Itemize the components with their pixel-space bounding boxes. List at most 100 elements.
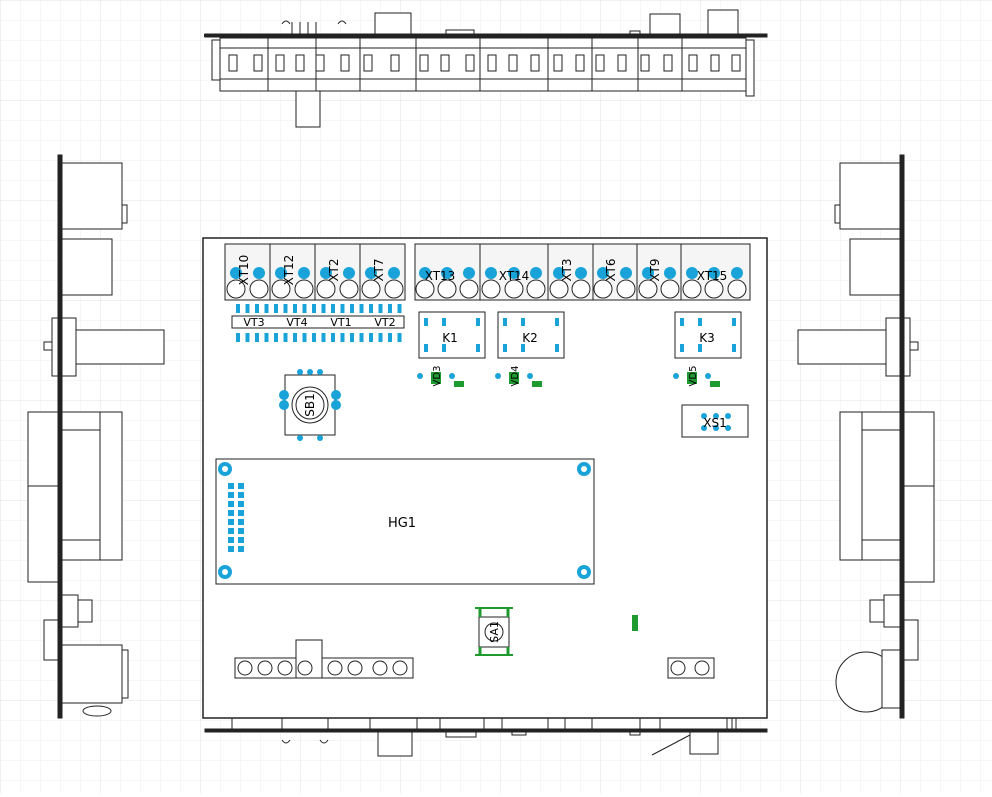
terminal-pad [463,267,475,279]
terminal-screw [670,660,686,676]
display-pin [238,537,244,543]
transistor-pad [302,304,307,313]
display-pin [238,519,244,525]
terminal-screw [415,279,435,299]
terminal-label-xt10: XT10 [237,255,251,286]
transistor-pad [302,333,307,342]
transistor-pad [397,304,402,313]
right-side-view [797,154,935,719]
terminal-screw [384,279,404,299]
terminal-screw [237,660,253,676]
diode-label-vd5: VD5 [688,366,699,387]
terminal-slot [487,54,497,72]
terminal-slot [688,54,698,72]
transistor-label-vt2: VT2 [374,316,395,329]
transistor-pad [274,304,278,313]
transistor-pad [321,333,326,342]
transistor-pad [274,333,278,342]
display-pin [238,483,244,489]
transistor-pad [388,333,392,342]
terminal-screw [347,660,363,676]
terminal-slot [640,54,650,72]
terminal-screw [593,279,613,299]
terminal-pad [365,267,377,279]
transistor-pad [378,304,383,313]
transistor-pad [236,333,240,342]
terminal-screw [571,279,591,299]
terminal-screw [727,279,747,299]
terminal-slot [419,54,429,72]
terminal-pad [597,267,609,279]
terminal-label-xt15: XT15 [697,269,728,283]
terminal-pad [320,267,332,279]
relay-pad [680,318,684,326]
terminal-slot [530,54,540,72]
diode-pad [673,373,679,379]
relay-pad [698,344,702,352]
display-pin [238,501,244,507]
terminal-screw [526,279,546,299]
terminal-screw [294,279,314,299]
display-pin [228,510,234,516]
diode-pad [527,373,533,379]
transistor-pad [283,304,288,313]
terminal-pad [298,267,310,279]
terminal-screw [372,660,388,676]
terminal-pad [508,267,520,279]
terminal-label-xt12: XT12 [282,255,296,286]
terminal-label-xt14: XT14 [499,269,530,283]
display-pin [228,501,234,507]
relay-pad [424,344,428,352]
encoder-label-sb1: SB1 [303,393,317,416]
terminal-screw [316,279,336,299]
relay-label-k3: K3 [699,331,715,345]
transistor-pad [293,333,297,342]
transistor-pad [359,333,364,342]
terminal-pad [642,267,654,279]
terminal-screw [392,660,408,676]
transistor-pad [397,333,402,342]
terminal-slot [508,54,518,72]
display-pin [228,546,234,552]
terminal-slot [228,54,238,72]
transistor-pad [255,304,259,313]
terminal-slot [465,54,475,72]
terminal-slot [710,54,720,72]
terminal-slot [253,54,263,72]
terminal-slot [340,54,350,72]
transistor-pad [340,304,345,313]
terminal-pad [708,267,720,279]
relay-pad [680,344,684,352]
terminal-screw [459,279,479,299]
terminal-screw [481,279,501,299]
terminal-label-xt6: XT6 [604,259,618,282]
transistor-label-vt1: VT1 [330,316,351,329]
diode-pad [705,373,711,379]
transistor-pad [283,333,288,342]
diode-smd [509,372,519,384]
terminal-pad [553,267,565,279]
terminal-screw [616,279,636,299]
left-side-view [27,154,165,719]
display-pin [238,528,244,534]
terminal-screw [504,279,524,299]
terminal-slot [295,54,305,72]
diode-label-vd4: VD4 [510,366,521,387]
relay-pad [442,344,446,352]
transistor-pad [350,304,354,313]
button-sa1 [475,607,513,656]
relay-pad [442,318,446,326]
relay-pad [555,318,559,326]
terminal-slot [731,54,741,72]
terminal-screw [549,279,569,299]
transistor-pad [264,333,269,342]
terminal-screw [277,660,293,676]
diode-pad [417,373,423,379]
transistor-pad [378,333,383,342]
terminal-slot [553,54,563,72]
encoder-sb1 [279,369,341,441]
terminal-pad [530,267,542,279]
transistor-pad [245,304,250,313]
relay-body [497,311,565,359]
connector-label-xs1: XS1 [703,416,726,430]
